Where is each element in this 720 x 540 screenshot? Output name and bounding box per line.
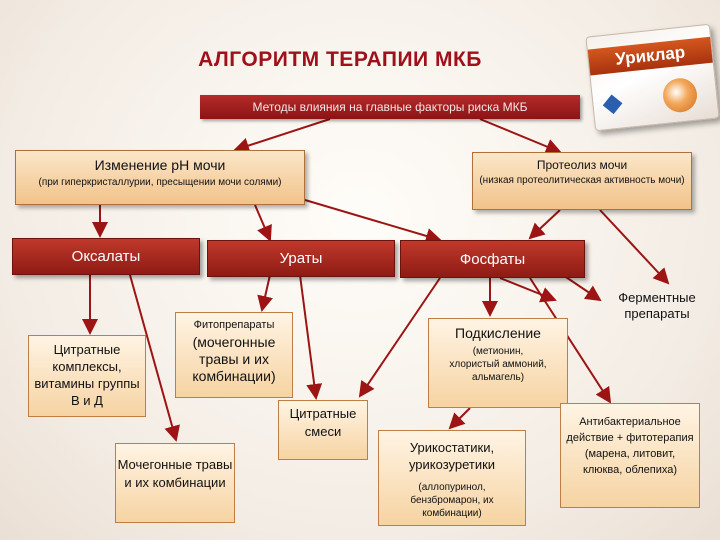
- phyto-title: Фитопрепараты: [193, 319, 275, 331]
- factor-ph-note: (при гиперкристаллурии, пресыщении мочи …: [38, 177, 282, 188]
- acidification-title: Подкисление: [455, 325, 541, 341]
- uricostatics-note: (аллопуринол, бензбромарон, их комбинаци…: [410, 482, 494, 519]
- acidification-box: Подкисление (метионин, хлористый аммоний…: [428, 318, 568, 408]
- arrow-proteolysis-to-enzymes: [599, 209, 670, 285]
- arrow-ph-to-urates: [254, 204, 272, 242]
- factor-proteolysis-note: (низкая протеолитическая активность мочи…: [479, 175, 685, 186]
- product-package: Уриклар: [585, 23, 720, 132]
- stone-oxalates: Оксалаты: [12, 238, 200, 275]
- arrow-phosphates-to-uricostatics: [499, 277, 557, 303]
- uricostatics-title: Урикостатики, урикозуретики: [408, 440, 496, 472]
- product-logo-icon: [602, 94, 623, 115]
- factor-proteolysis-box: Протеолиз мочи (низкая протеолитическая …: [472, 152, 692, 210]
- phyto-body: (мочегонные травы и их комбинации): [192, 334, 276, 384]
- arrow-proteolysis-to-phosphates: [528, 209, 561, 240]
- product-name: Уриклар: [587, 36, 713, 76]
- antibacterial-box: Антибактериальное действие + фитотерапия…: [560, 403, 700, 508]
- enzymes-label: Ферментные препараты: [618, 290, 696, 321]
- arrow-oxalates-to-diuretic-herbs: [129, 274, 180, 442]
- page-title: АЛГОРИТМ ТЕРАПИИ МКБ: [198, 48, 482, 71]
- stone-phosphates: Фосфаты: [400, 240, 585, 278]
- arrow-subtitle-to-ph: [233, 118, 331, 154]
- factor-proteolysis-title: Протеолиз мочи: [536, 158, 628, 172]
- subtitle-bar: Методы влияния на главные факторы риска …: [200, 95, 580, 119]
- stone-urates: Ураты: [207, 240, 395, 277]
- arrow-urates-to-phyto: [257, 274, 273, 312]
- factor-ph-title: Изменение pH мочи: [94, 157, 226, 173]
- arrow-subtitle-to-proteolysis: [479, 118, 562, 155]
- arrow-ph-to-phosphates: [304, 199, 442, 244]
- arrow-phosphates-to-citrate-mixes: [358, 277, 441, 398]
- arrow-acidification-to-uricostatics: [448, 407, 471, 430]
- product-emblem-icon: [661, 76, 699, 114]
- uricostatics-box: Урикостатики, урикозуретики (аллопуринол…: [378, 430, 526, 526]
- acidification-note: (метионин, хлористый аммоний, альмагель): [449, 346, 547, 383]
- arrow-phosphates-to-antibacterial: [529, 277, 612, 404]
- arrow-urates-to-citrate-mixes: [299, 274, 323, 400]
- citrate-complexes-box: Цитратные комплексы, витамины группы В и…: [28, 335, 146, 417]
- diuretic-herbs-box: Мочегонные травы и их комбинации: [115, 443, 235, 523]
- phyto-box: Фитопрепараты (мочегонные травы и их ком…: [175, 312, 293, 398]
- citrate-mixes-box: Цитратные смеси: [278, 400, 368, 460]
- factor-ph-box: Изменение pH мочи (при гиперкристаллурии…: [15, 150, 305, 205]
